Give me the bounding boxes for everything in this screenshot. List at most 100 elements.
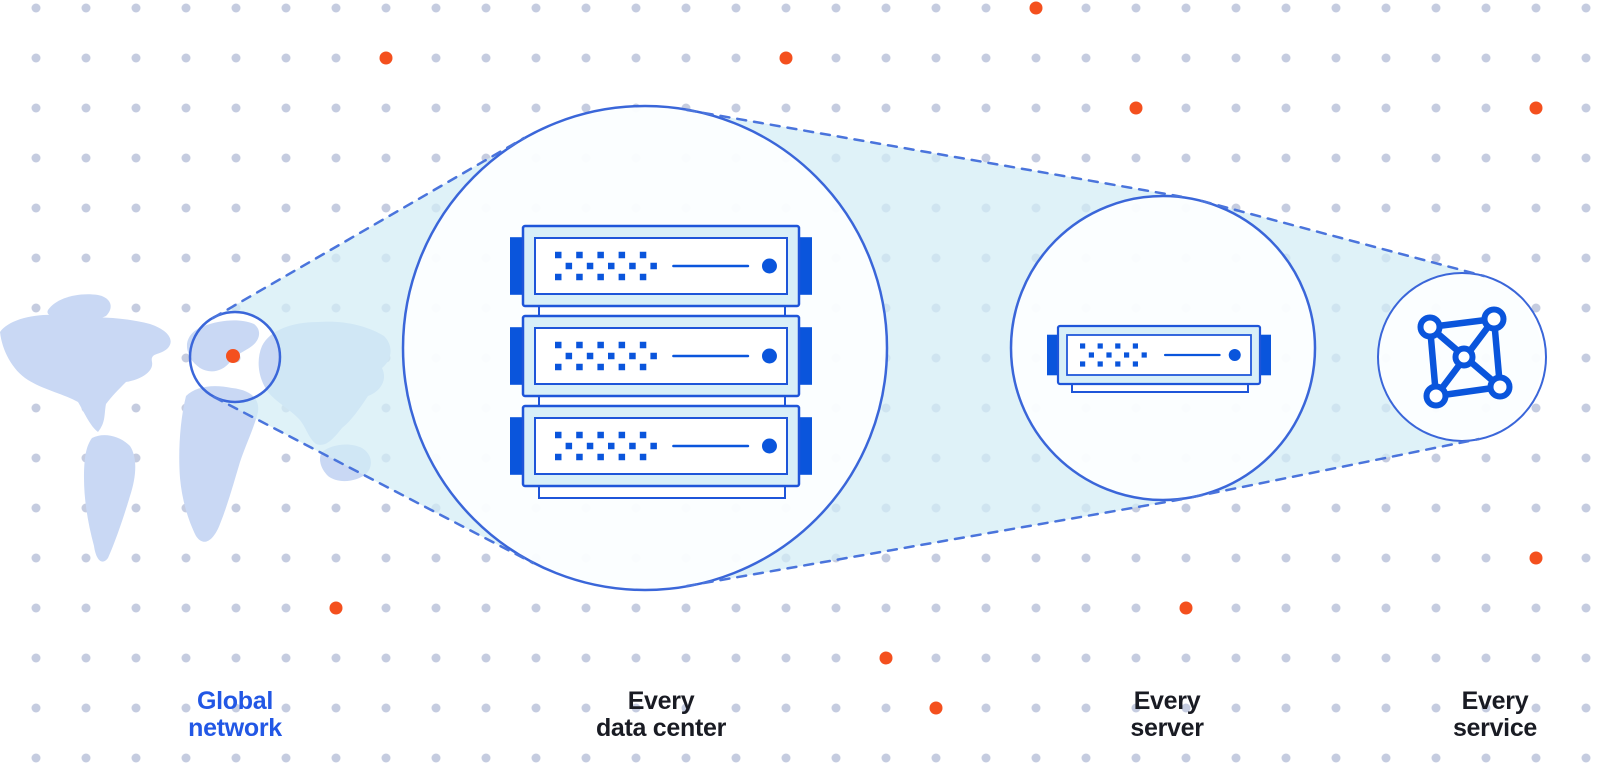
mesh-node-center <box>1452 345 1476 369</box>
map-south-america <box>84 435 136 562</box>
grid-dot <box>1581 553 1591 563</box>
grid-dot <box>181 653 191 663</box>
grid-dot <box>881 53 891 63</box>
grid-dot <box>1431 553 1441 563</box>
grid-dot <box>1281 153 1291 163</box>
dashed-line <box>685 496 1191 588</box>
grid-dot <box>1481 253 1491 263</box>
grid-dot <box>831 103 841 113</box>
grid-dot <box>231 503 241 513</box>
grid-dot <box>81 703 91 713</box>
grid-dot <box>981 553 991 563</box>
label-line: Every <box>1461 687 1529 715</box>
grid-dot <box>1381 653 1391 663</box>
grid-dot <box>231 703 241 713</box>
grid-dot <box>1381 703 1391 713</box>
grid-dot <box>231 153 241 163</box>
grid-dot <box>1581 653 1591 663</box>
grid-dot <box>1581 503 1591 513</box>
grid-dot <box>181 3 191 13</box>
grid-dot <box>1531 153 1541 163</box>
grid-dot <box>1081 753 1091 763</box>
grid-dot <box>231 253 241 263</box>
grid-dot <box>1031 53 1041 63</box>
grid-dot <box>331 103 341 113</box>
mesh-node <box>1423 383 1449 409</box>
grid-dot <box>431 3 441 13</box>
grid-dot <box>281 153 291 163</box>
grid-dot <box>481 3 491 13</box>
orange-accent-dot <box>1529 551 1543 565</box>
grid-dot <box>1131 3 1141 13</box>
grid-dot <box>281 603 291 613</box>
grid-dot <box>831 603 841 613</box>
grid-dot <box>981 753 991 763</box>
grid-dot <box>431 53 441 63</box>
grid-dot <box>1581 303 1591 313</box>
grid-dot <box>831 653 841 663</box>
grid-dot <box>81 653 91 663</box>
grid-dot <box>481 53 491 63</box>
grid-dot <box>231 753 241 763</box>
grid-dot <box>231 653 241 663</box>
grid-dot <box>31 53 41 63</box>
grid-dot <box>1531 703 1541 713</box>
grid-dot <box>331 553 341 563</box>
grid-dot <box>1581 253 1591 263</box>
grid-dot <box>1381 603 1391 613</box>
grid-dot <box>1431 453 1441 463</box>
grid-dot <box>1581 753 1591 763</box>
grid-dot <box>881 753 891 763</box>
grid-dot <box>381 753 391 763</box>
orange-accent-dot <box>929 701 943 715</box>
grid-dot <box>1481 103 1491 113</box>
grid-dot <box>1131 153 1141 163</box>
grid-dot <box>981 653 991 663</box>
grid-dot <box>31 753 41 763</box>
grid-dot <box>1131 553 1141 563</box>
grid-dot <box>331 753 341 763</box>
grid-dot <box>581 53 591 63</box>
label-line: network <box>188 714 282 742</box>
grid-dot <box>281 103 291 113</box>
dashed-line <box>211 136 526 320</box>
grid-dot <box>1281 203 1291 213</box>
grid-dot <box>1431 203 1441 213</box>
map-north-america <box>0 314 171 432</box>
grid-dot <box>81 53 91 63</box>
grid-dot <box>231 3 241 13</box>
grid-dot <box>931 753 941 763</box>
grid-dot <box>181 203 191 213</box>
grid-dot <box>1081 603 1091 613</box>
grid-dot <box>331 53 341 63</box>
grid-dot <box>1431 753 1441 763</box>
grid-dot <box>681 603 691 613</box>
grid-dot <box>1231 53 1241 63</box>
mesh-node <box>1481 306 1507 332</box>
grid-dot <box>881 3 891 13</box>
grid-dot <box>281 3 291 13</box>
grid-dot <box>31 253 41 263</box>
dashed-line <box>1191 437 1481 499</box>
grid-dot <box>1381 753 1391 763</box>
grid-dot <box>1481 703 1491 713</box>
grid-dot <box>781 703 791 713</box>
orange-accent-dot <box>379 51 393 65</box>
grid-dot <box>531 753 541 763</box>
map-europe <box>186 320 260 372</box>
grid-dot <box>31 203 41 213</box>
grid-dot <box>1581 103 1591 113</box>
grid-dot <box>1281 703 1291 713</box>
grid-dot <box>1181 703 1191 713</box>
grid-dot <box>281 53 291 63</box>
grid-dot <box>1281 753 1291 763</box>
grid-dot <box>31 303 41 313</box>
grid-dot <box>581 703 591 713</box>
grid-dot <box>81 3 91 13</box>
grid-dot <box>481 653 491 663</box>
grid-dot <box>1381 553 1391 563</box>
grid-dot <box>281 253 291 263</box>
grid-dot <box>981 153 991 163</box>
grid-dot <box>531 53 541 63</box>
